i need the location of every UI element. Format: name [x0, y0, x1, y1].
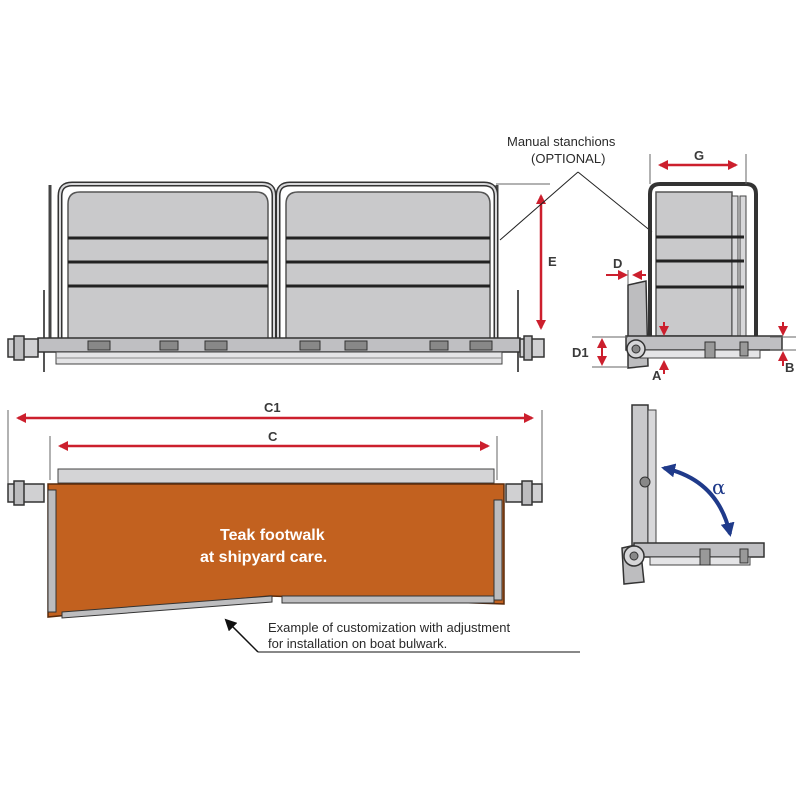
rotation-angle-alpha: α	[661, 463, 735, 537]
stanchions-label-line1: Manual stanchions	[507, 134, 616, 149]
customization-label-line1: Example of customization with adjustment	[268, 620, 510, 635]
teak-label-line1: Teak footwalk	[220, 527, 325, 544]
side-view-gangway	[7, 181, 545, 372]
dimension-a-label: A	[652, 368, 662, 383]
stanchions-label-line2: (OPTIONAL)	[531, 151, 605, 166]
dimension-e-label: E	[548, 254, 557, 269]
left-rail-panel	[67, 191, 269, 341]
dimension-c-label: C	[268, 429, 278, 444]
folded-view-gangway	[621, 404, 765, 585]
dimension-d1: D1	[572, 336, 628, 368]
dimension-g: G	[649, 148, 747, 184]
dimension-e: E	[496, 183, 557, 330]
dimension-d-label: D	[613, 256, 622, 271]
dimension-d1-label: D1	[572, 345, 589, 360]
dimension-c: C	[49, 429, 498, 480]
customization-label-line2: for installation on boat bulwark.	[268, 636, 447, 651]
customization-callout: Example of customization with adjustment…	[224, 618, 580, 653]
dimension-c1-label: C1	[264, 400, 281, 415]
dimension-g-label: G	[694, 148, 704, 163]
dimension-b-label: B	[785, 360, 794, 375]
dimension-d: D	[606, 256, 646, 284]
alpha-label: α	[712, 475, 726, 499]
plan-view-gangway: Teak footwalk at shipyard care.	[7, 468, 543, 619]
stanchions-callout: Manual stanchions (OPTIONAL)	[499, 134, 653, 241]
end-view-gangway	[625, 182, 783, 369]
right-rail-panel	[285, 191, 491, 341]
teak-label-line2: at shipyard care.	[200, 549, 327, 566]
dimension-b: B	[770, 322, 796, 375]
dimension-a: A	[652, 322, 669, 383]
